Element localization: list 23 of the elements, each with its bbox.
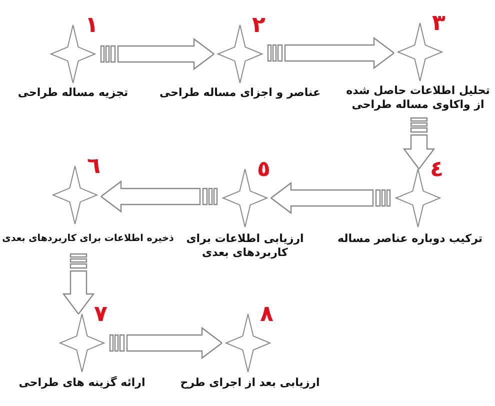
block-arrow (270, 182, 391, 214)
step-caption: ارزیابی بعد از اجرای طرح (179, 376, 321, 390)
step-caption: ارائه گزینه های طراحی (18, 376, 146, 390)
step-number: ۷ (94, 302, 108, 328)
step-number: ۸ (260, 302, 274, 328)
block-arrow (267, 36, 395, 70)
step-number: ٦ (87, 154, 100, 180)
step-caption: عناصر و اجزای مساله طراحی (158, 86, 322, 100)
block-arrow (402, 117, 436, 170)
step-caption: تحلیل اطلاعات حاصل شده از واکاوی مساله طراحی (345, 84, 491, 113)
step-number: ۲ (252, 13, 266, 40)
block-arrow (100, 38, 215, 70)
block-arrow (109, 326, 223, 360)
step-number: ۱ (85, 13, 98, 40)
step-number: ۳ (432, 11, 446, 38)
step-caption: ترکیب دوباره عناصر مساله (336, 232, 484, 246)
block-arrow (100, 180, 218, 213)
step-number: ٥ (257, 157, 270, 184)
step-number: ٤ (430, 157, 444, 184)
step-caption: تجزیه مساله طراحی (16, 86, 130, 100)
step-caption: ذخیره اطلاعات برای کاربردهای بعدی (1, 233, 175, 246)
block-arrow (62, 253, 95, 315)
step-caption: ارزیابی اطلاعات برای کاربردهای بعدی (185, 232, 305, 261)
